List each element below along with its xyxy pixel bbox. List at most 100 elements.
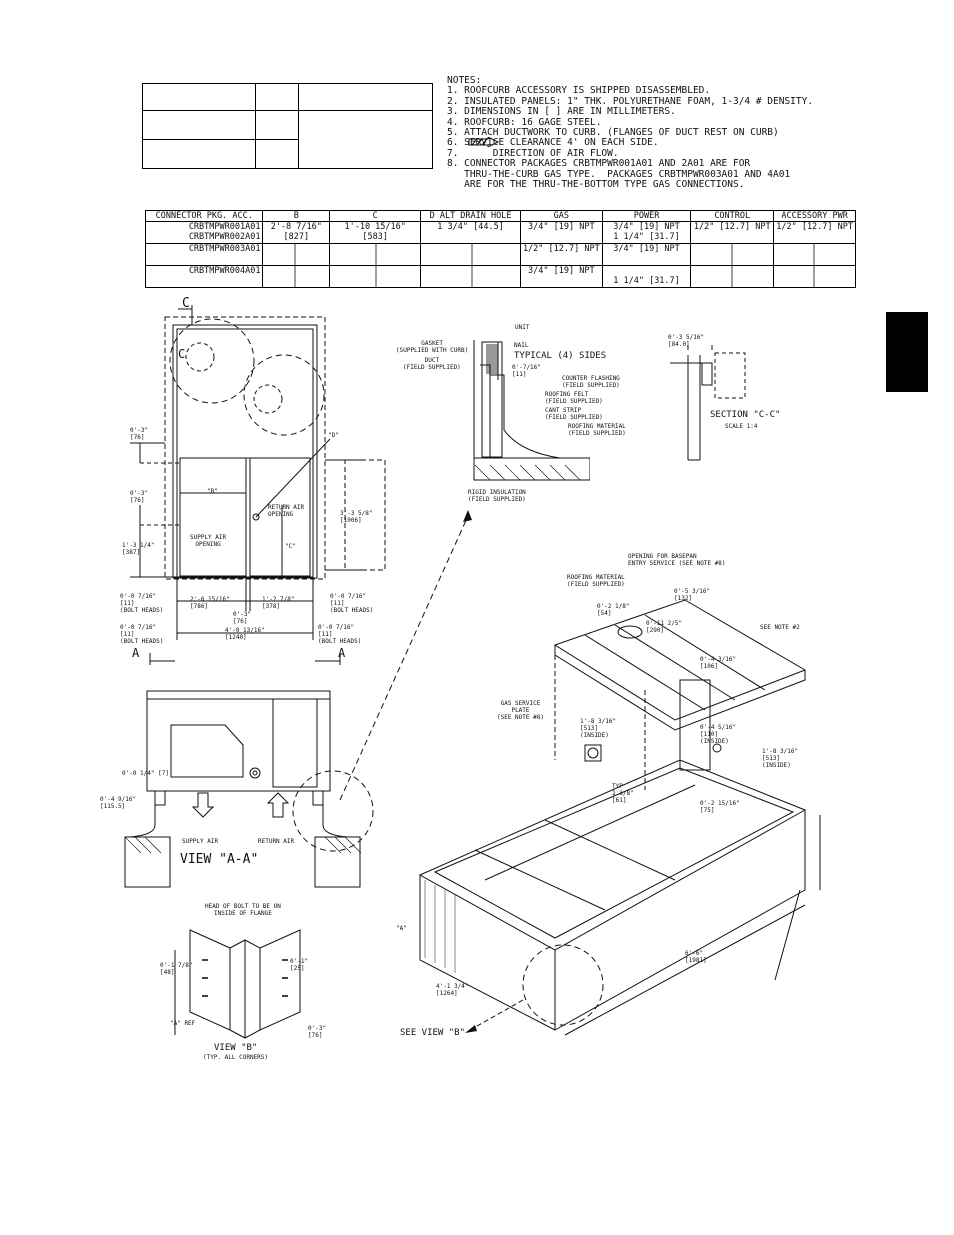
connector-table: CONNECTOR PKG. ACC. B C D ALT DRAIN HOLE… [144,210,856,288]
label-return-opening: RETURN AIR OPENING [268,504,305,518]
dim-0-3c: 0'-3" [76] [233,611,252,625]
dim-aa-2: 0'-4 9/16" [115.5] [100,796,137,810]
cell-c: 1'-10 15/16" [583] [329,221,422,244]
dim-flash: 0'-7/16" [11] [512,364,541,378]
label-rigid: RIGID INSULATION (FIELD SUPPLIED) [468,489,526,503]
section-tab [886,312,928,392]
dim-1-8a: 1'-8 3/16" [513] (INSIDE) [580,718,617,739]
dim-b-2: 0'-1" [25] [290,958,309,972]
bolt-note: HEAD OF BOLT TO BE ON INSIDE OF FLANGE [205,903,281,917]
dim-1-2: 1'-2 7/8" [378] [262,596,295,610]
cell-pkg: CRBTMPWR004A01 [144,265,264,288]
section-a-left: A [132,646,140,660]
view-aa [124,690,374,888]
note-7: 7. DIRECTION OF AIR FLOW. [447,147,619,159]
dim-2-1: 0'-2 1/8" [54] [597,603,630,617]
cell-power: 1 1/4" [31.7] [601,265,692,288]
label-supply-air: SUPPLY AIR [182,838,219,845]
col-gas: GAS [519,210,603,222]
supply-arrow-icon [191,792,215,818]
label-cant: CANT STRIP (FIELD SUPPLIED) [545,407,603,421]
label-iso-roofing: ROOFING MATERIAL (FIELD SUPPLIED) [567,574,625,588]
label-nail: NAIL [514,342,529,349]
section-cc-scale: SCALE 1:4 [725,423,758,430]
note-5: 5. ATTACH DUCTWORK TO CURB. (FLANGES OF … [447,127,779,139]
note-8c: ARE FOR THE THRU-THE-BOTTOM TYPE GAS CON… [447,179,745,191]
ref-a: "A" REF [170,1020,196,1027]
dim-1-3: 1'-3 1/4" [387] [122,542,155,556]
view-b-title: VIEW "B" [214,1043,258,1053]
dim-4-3: 0'-4 3/16" [106] [700,656,737,670]
col-control: CONTROL [690,210,775,222]
section-cc-title: SECTION "C-C" [710,410,781,420]
iso-view [418,599,821,1036]
cell-gas: 3/4" [19] NPT [519,265,603,288]
cell-gas: 3/4" [19] NPT [519,221,603,244]
col-pkg: CONNECTOR PKG. ACC. [144,210,264,222]
cell-pkg: CRBTMPWR001A01 CRBTMPWR002A01 [144,221,264,244]
cell-control: 1/2" [12.7] NPT [690,221,775,244]
see-view-b: SEE VIEW "B" [400,1028,466,1038]
note-4: 4. ROOFCURB: 16 GAGE STEEL. [447,116,602,128]
dim-4-0: 4'-0 13/16" [1240] [225,627,265,641]
label-typical: TYPICAL (4) SIDES [514,351,607,361]
note-2: 2. INSULATED PANELS: 1" THK. POLYURETHAN… [447,95,814,107]
dim-1-8b: 1'-8 3/16" [513] (INSIDE) [762,748,799,769]
plan-view: C C A A [130,296,386,665]
dim-bolt-left: 0'-0 7/16" [11] (BOLT HEADS) [120,593,164,614]
view-b-subtitle: (TYP. ALL CORNERS) [203,1054,269,1061]
detail-leader [339,510,472,801]
return-arrow-icon [266,792,290,818]
label-gasket: GASKET (SUPPLIED WITH CURB) [396,340,469,354]
label-unit: UNIT [515,324,530,331]
dim-b-3: 0'-3" [76] [308,1025,327,1039]
dim-section-cc: 0'-3 5/16" [84.0] [668,334,705,348]
flashing-detail [473,340,590,481]
dim-5-3: 0'-5 3/16" [132] [674,588,711,602]
dim-bolt-br: 0'-0 7/16" [11] (BOLT HEADS) [318,624,362,645]
label-roofing: ROOFING MATERIAL (FIELD SUPPLIED) [568,423,626,437]
cell-acc [773,265,856,288]
note-3: 3. DIMENSIONS IN [ ] ARE IN MILLIMETERS. [447,106,676,118]
dim-6-6: 6'-6" [1981] [685,950,707,964]
col-d: D ALT DRAIN HOLE [420,210,521,222]
notes-block: NOTES: 1. ROOFCURB ACCESSORY IS SHIPPED … [447,75,814,191]
label-duct: DUCT (FIELD SUPPLIED) [403,357,461,371]
section-cc [670,345,746,461]
section-mark-c2: C [178,347,185,361]
cell-acc: 1/2" [12.7] NPT [773,221,856,244]
view-b [174,929,301,1039]
dim-bolt-right: 0'-0 7/16" [11] (BOLT HEADS) [330,593,374,614]
col-b: B [262,210,331,222]
label-b: "B" [207,488,218,495]
col-acc: ACCESSORY PWR [773,210,856,222]
table-ditto-lines [294,243,815,287]
label-gas-plate: GAS SERVICE PLATE (SEE NOTE #8) [497,700,544,721]
label-d: "D" [328,432,339,439]
note-1: 1. ROOFCURB ACCESSORY IS SHIPPED DISASSE… [447,85,711,97]
note-8: 8. CONNECTOR PACKAGES CRBTMPWR001A01 AND… [447,158,751,170]
dim-4-5: 0'-4 5/16" [110] (INSIDE) [700,724,737,745]
dim-4-1: 4'-1 3/4" [1264] [436,983,469,997]
revision-table [142,83,433,169]
section-a-right: A [338,646,346,660]
col-power: POWER [601,210,692,222]
label-felt: ROOFING FELT (FIELD SUPPLIED) [545,391,603,405]
dim-0-3-76: 0'-3" [76] [130,427,149,441]
see-note-2: SEE NOTE #2 [760,624,800,631]
label-counter: COUNTER FLASHING (FIELD SUPPLIED) [562,375,620,389]
label-a: "A" [396,925,407,932]
dim-11: 0'-11 2/5" [290] [646,620,683,634]
cell-b: 2'-8 7/16" [827] [262,221,331,244]
section-mark-c: C [182,296,190,311]
cell-d: 1 3/4" [44.5] [420,221,521,244]
dim-2-6: 2'-6 15/16" [786] [190,596,230,610]
cell-power: 3/4" [19] NPT 1 1/4" [31.7] [601,221,692,244]
col-c: C [329,210,422,222]
dim-3-3: 3'-3 5/8" [1006] [340,510,373,524]
view-aa-title: VIEW "A-A" [180,852,259,867]
label-return-air: RETURN AIR [258,838,295,845]
notes-heading: NOTES: [447,75,482,86]
label-supply-opening: SUPPLY AIR OPENING [190,534,227,548]
